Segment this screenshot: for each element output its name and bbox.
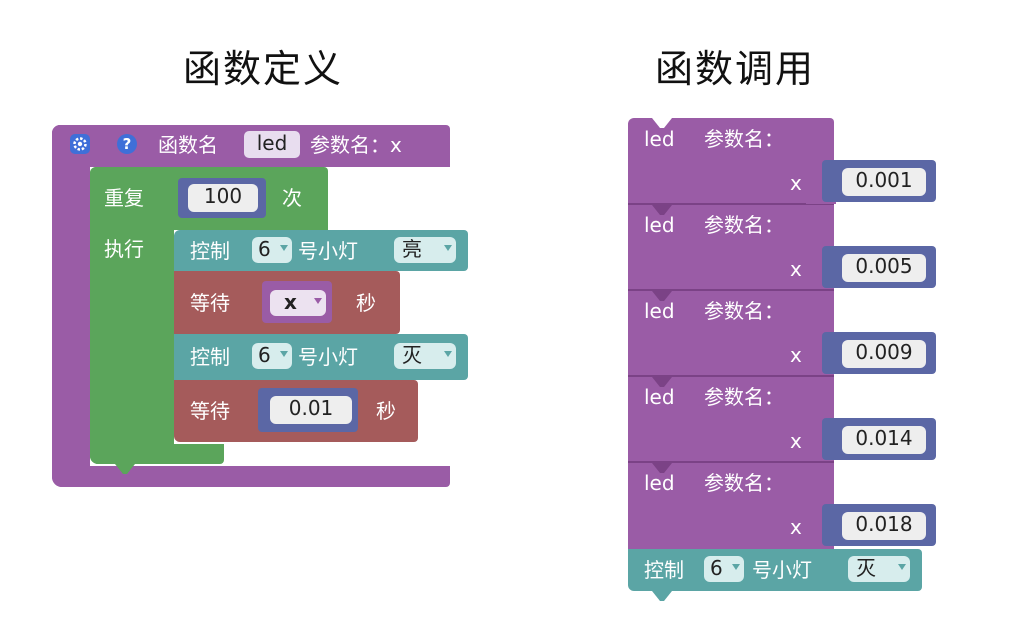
help-icon[interactable]: ? bbox=[117, 134, 137, 154]
control-label: 控制 bbox=[190, 345, 230, 369]
lamp-label: 号小灯 bbox=[752, 558, 812, 582]
control-label: 控制 bbox=[190, 239, 230, 263]
value-field[interactable]: 0.005 bbox=[842, 254, 926, 282]
param-label: 参数名： bbox=[704, 471, 784, 495]
value-field[interactable]: 0.001 bbox=[842, 168, 926, 196]
param-name: x bbox=[790, 343, 802, 367]
repeat-unit-label: 次 bbox=[282, 186, 302, 210]
value-field[interactable]: 0.009 bbox=[842, 340, 926, 368]
param-label: 参数名： bbox=[704, 385, 784, 409]
call-title: 函数调用 bbox=[655, 47, 816, 91]
value-field[interactable]: 0.018 bbox=[842, 512, 926, 540]
wait-number-field[interactable]: 0.01 bbox=[270, 396, 352, 424]
lamp-label: 号小灯 bbox=[298, 345, 358, 369]
pin-dropdown[interactable]: 6 bbox=[252, 237, 292, 263]
pin-dropdown[interactable]: 6 bbox=[252, 343, 292, 369]
wait-unit-label: 秒 bbox=[376, 399, 396, 423]
param-label: 参数名： bbox=[704, 213, 784, 237]
function-name: led bbox=[644, 127, 675, 151]
exec-label: 执行 bbox=[104, 237, 144, 261]
param-label: 参数名：x bbox=[310, 133, 402, 157]
param-label: 参数名： bbox=[704, 127, 784, 151]
function-name: led bbox=[644, 213, 675, 237]
repeat-label: 重复 bbox=[104, 186, 144, 210]
lamp-label: 号小灯 bbox=[298, 239, 358, 263]
param-name: x bbox=[790, 171, 802, 195]
state-dropdown[interactable]: 亮 bbox=[394, 237, 456, 263]
param-label: 参数名： bbox=[704, 299, 784, 323]
value-field[interactable]: 0.014 bbox=[842, 426, 926, 454]
gear-icon[interactable] bbox=[70, 134, 90, 154]
param-name: x bbox=[790, 257, 802, 281]
wait-label: 等待 bbox=[190, 291, 230, 315]
variable-dropdown[interactable]: x bbox=[270, 290, 326, 316]
function-name: led bbox=[644, 385, 675, 409]
wait-unit-label: 秒 bbox=[356, 291, 376, 315]
state-dropdown[interactable]: 灭 bbox=[848, 556, 910, 582]
control-label: 控制 bbox=[644, 558, 684, 582]
repeat-count-field[interactable]: 100 bbox=[188, 184, 258, 212]
wait-label: 等待 bbox=[190, 399, 230, 423]
pin-dropdown[interactable]: 6 bbox=[704, 556, 744, 582]
function-name-label: 函数名 bbox=[158, 133, 218, 157]
function-name: led bbox=[644, 299, 675, 323]
state-dropdown[interactable]: 灭 bbox=[394, 343, 456, 369]
definition-title: 函数定义 bbox=[183, 47, 344, 91]
param-name: x bbox=[790, 429, 802, 453]
function-name: led bbox=[644, 471, 675, 495]
function-name-field[interactable]: led bbox=[244, 131, 300, 158]
param-name: x bbox=[790, 515, 802, 539]
